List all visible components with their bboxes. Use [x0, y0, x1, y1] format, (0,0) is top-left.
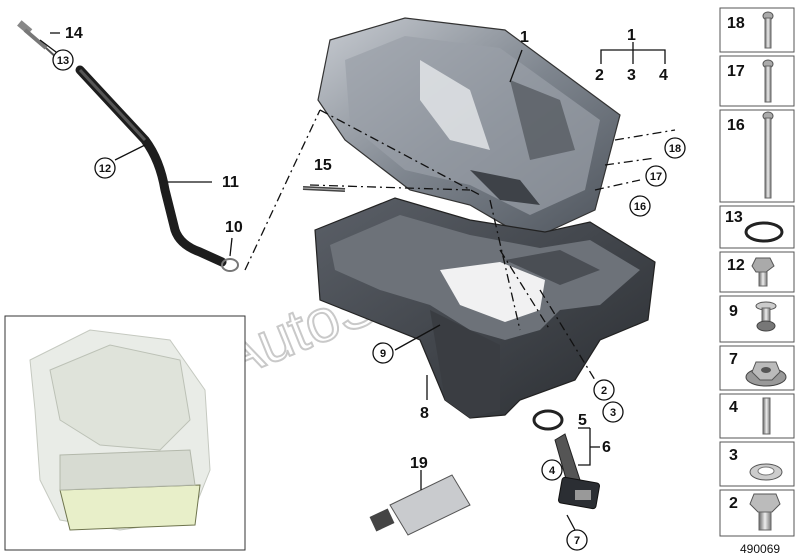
svg-text:18: 18: [669, 143, 681, 155]
diagram-id: 490069: [740, 542, 780, 556]
dashed-leaders: [244, 109, 676, 381]
circle-13: 13: [52, 49, 74, 71]
svg-text:4: 4: [729, 399, 738, 416]
svg-text:12: 12: [727, 257, 745, 274]
callout-10: 10: [225, 219, 243, 236]
circle-7: 7: [566, 529, 588, 551]
circle-9: 9: [372, 342, 394, 364]
callout-15: 15: [314, 157, 332, 174]
svg-text:18: 18: [727, 15, 745, 32]
svg-text:7: 7: [574, 535, 580, 547]
legend-item-16[interactable]: 16: [719, 109, 795, 203]
callout-kit-2: 2: [595, 67, 604, 84]
lower-oil-pan: [314, 197, 656, 419]
svg-text:16: 16: [727, 117, 745, 134]
svg-text:16: 16: [634, 201, 646, 213]
circle-2: 2: [593, 379, 615, 401]
svg-text:3: 3: [610, 407, 616, 419]
circle-17: 17: [645, 165, 667, 187]
legend-item-3[interactable]: 3: [719, 441, 795, 487]
svg-text:2: 2: [729, 495, 738, 512]
legend-item-13[interactable]: 13: [719, 205, 795, 249]
svg-text:17: 17: [727, 63, 745, 80]
callout-8: 8: [420, 405, 429, 422]
o-ring-10: [221, 258, 239, 272]
sealant-tube-19: [369, 474, 471, 536]
callout-11: 11: [222, 174, 239, 191]
callout-14: 14: [65, 25, 83, 42]
engine-inset: [4, 315, 246, 551]
callout-1-main: 1: [520, 29, 529, 46]
svg-text:12: 12: [99, 163, 111, 175]
sealing-ring-5: [532, 409, 564, 431]
legend-item-7[interactable]: 7: [719, 345, 795, 391]
callout-19: 19: [410, 455, 428, 472]
svg-text:13: 13: [725, 209, 743, 226]
legend-item-17[interactable]: 17: [719, 55, 795, 107]
callout-kit-3: 3: [627, 67, 636, 84]
callout-1-kit: 1: [627, 27, 636, 44]
svg-text:7: 7: [729, 351, 738, 368]
legend-item-9[interactable]: 9: [719, 295, 795, 343]
solid-leaders: [39, 32, 666, 531]
upper-oil-pan: [317, 17, 621, 241]
dipstick-handle: [17, 20, 59, 60]
svg-text:13: 13: [57, 55, 69, 67]
callout-kit-4: 4: [659, 67, 668, 84]
circle-4: 4: [541, 459, 563, 481]
callout-5: 5: [578, 412, 587, 429]
screw-15: [302, 186, 346, 192]
svg-text:9: 9: [380, 348, 386, 360]
svg-text:17: 17: [650, 171, 662, 183]
dipstick-tube: [75, 65, 227, 267]
circle-18: 18: [664, 137, 686, 159]
parts-legend: 18 17 16 13 12: [719, 7, 795, 537]
svg-text:4: 4: [549, 465, 556, 477]
oil-level-sensor: [532, 409, 600, 510]
legend-item-4[interactable]: 4: [719, 393, 795, 439]
circle-3: 3: [602, 401, 624, 423]
legend-item-12[interactable]: 12: [719, 251, 795, 293]
svg-text:2: 2: [601, 385, 607, 397]
circle-16: 16: [629, 195, 651, 217]
legend-item-2[interactable]: 2: [719, 489, 795, 537]
circled-callouts: 13 12 9 2 3 4 7 16: [52, 49, 686, 551]
legend-item-18[interactable]: 18: [719, 7, 795, 53]
circle-12: 12: [94, 157, 116, 179]
callouts: 1 1 2 3 4 8 11 14 15 10 5 6 19: [65, 25, 668, 472]
callout-6: 6: [602, 439, 611, 456]
svg-text:9: 9: [729, 303, 738, 320]
svg-text:3: 3: [729, 447, 738, 464]
